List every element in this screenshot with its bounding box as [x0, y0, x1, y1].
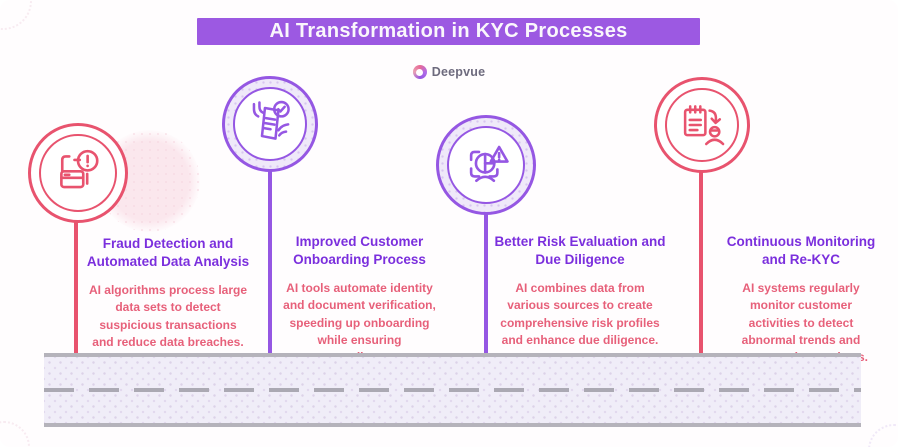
connector-line	[484, 211, 488, 356]
milestone-title: Better Risk Evaluation and Due Diligence	[494, 234, 666, 268]
clipboard-update-person-icon	[665, 88, 739, 162]
milestone-description: AI algorithms process large data sets to…	[88, 283, 248, 349]
milestone-title: Improved Customer Onboarding Process	[293, 234, 426, 268]
milestone-text: Continuous Monitoring and Re-KYC AI syst…	[712, 233, 890, 366]
road-dashed-line	[44, 388, 861, 392]
document-verification-hands-icon	[233, 87, 307, 161]
milestone-icon-circle	[28, 123, 128, 223]
deepvue-logo-icon	[412, 65, 427, 79]
connector-line	[699, 169, 703, 356]
document-alert-icon	[39, 134, 117, 212]
milestone-icon-circle	[654, 77, 750, 173]
connector-line	[268, 168, 272, 356]
page-title: AI Transformation in KYC Processes	[269, 20, 628, 42]
milestone-text: Fraud Detection and Automated Data Analy…	[73, 235, 263, 351]
milestone-description: AI combines data from various sources to…	[500, 281, 660, 347]
face-scan-warning-icon	[447, 126, 525, 204]
milestone-text: Improved Customer Onboarding Process AI …	[272, 233, 447, 366]
title-banner: AI Transformation in KYC Processes	[197, 18, 700, 45]
milestone-title: Fraud Detection and Automated Data Analy…	[86, 236, 250, 270]
corner-decoration-top-left	[0, 0, 32, 30]
milestone-text: Better Risk Evaluation and Due Diligence…	[492, 233, 668, 349]
corner-decoration-bottom-left	[0, 421, 30, 447]
deepvue-logo: Deepvue	[0, 65, 898, 79]
deepvue-logo-text: Deepvue	[431, 65, 486, 79]
milestone-title: Continuous Monitoring and Re-KYC	[726, 234, 876, 268]
milestone-icon-circle	[436, 115, 536, 215]
milestone-icon-circle	[222, 76, 318, 172]
connector-line	[74, 219, 78, 356]
road-timeline	[44, 353, 861, 427]
corner-decoration-bottom-right	[868, 424, 898, 447]
